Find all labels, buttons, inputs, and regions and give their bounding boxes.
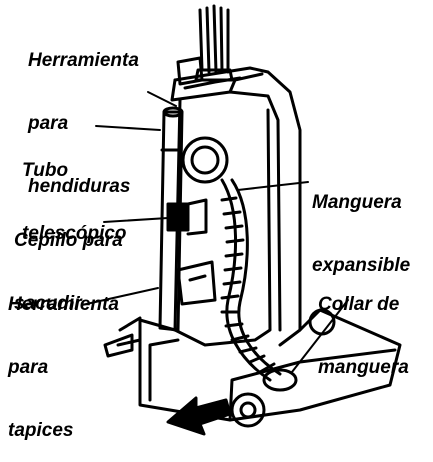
- label-hose-collar: Collar de manguera: [318, 252, 409, 399]
- dusting-brush-part: [168, 200, 206, 234]
- expandable-hose-part: [222, 180, 280, 380]
- direction-arrow: [168, 398, 230, 434]
- upholstery-tool-part: [178, 262, 215, 304]
- leader-expandable-hose: [238, 182, 308, 190]
- hose-port: [183, 138, 227, 182]
- label-upholstery-tool: Herramienta para tapices: [8, 252, 119, 462]
